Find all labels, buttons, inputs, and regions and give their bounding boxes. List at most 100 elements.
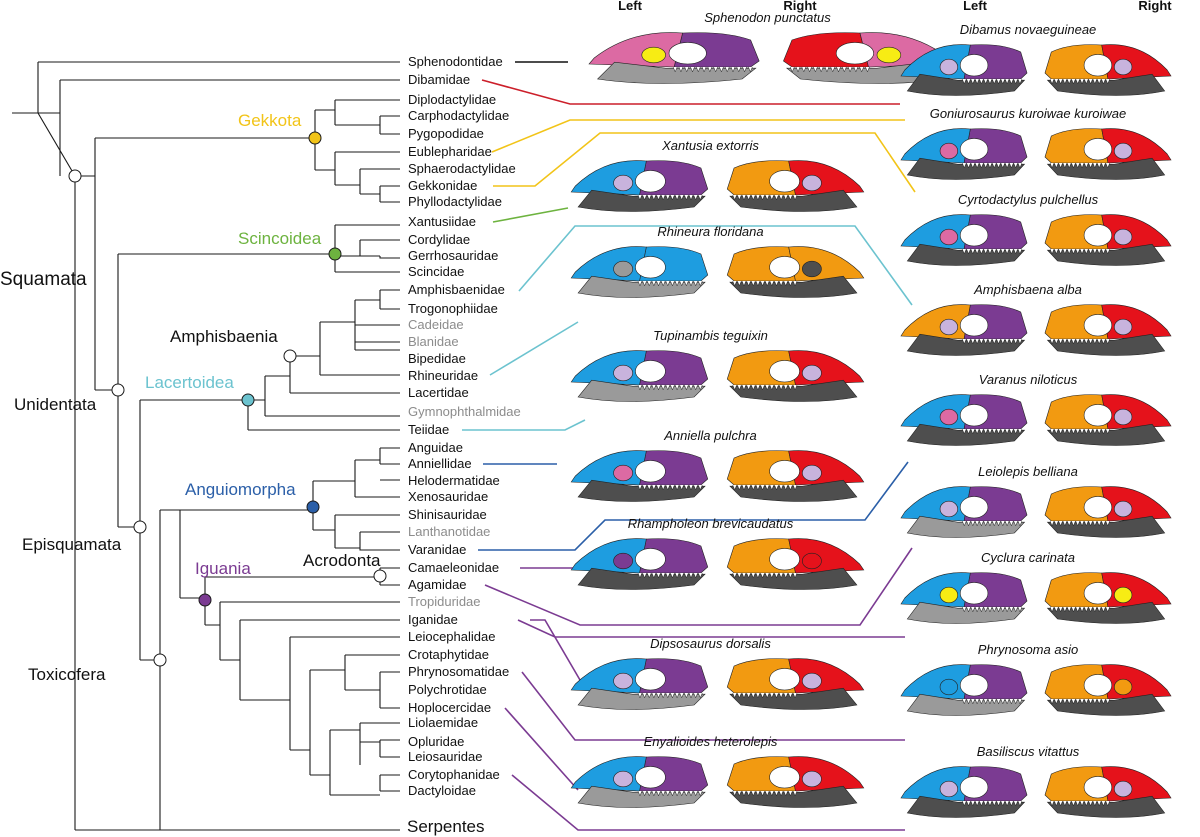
taxon-label-anniellidae: Anniellidae [408, 456, 472, 471]
gecko-skull-icon-left [900, 214, 1028, 266]
column-header-left: Left [618, 0, 643, 13]
node-lacertoidea [241, 393, 255, 407]
taxon-label-bipedidae: Bipedidae [408, 351, 466, 366]
species-label-sphenodon-punctatus: Sphenodon punctatus [704, 10, 831, 25]
taxon-label-liolaemidae: Liolaemidae [408, 715, 478, 730]
taxon-label-xenosauridae: Xenosauridae [408, 489, 488, 504]
amphisbaenian-skull-icon-left [570, 246, 709, 298]
specimen-phrynosoma-asio: Phrynosoma asio [900, 642, 1172, 716]
taxon-label-teiidae: Teiidae [408, 422, 449, 437]
specimen-tupinambis-teguixin: Tupinambis teguixin [570, 328, 865, 402]
specimen-cyrtodactylus-pulchellus: Cyrtodactylus pulchellus [900, 192, 1172, 266]
phylogenetic-tree [12, 61, 400, 831]
connector-dibamidae [481, 79, 900, 105]
iguana-skull-icon-left [570, 658, 709, 710]
taxon-label-iganidae: Iganidae [408, 612, 458, 627]
species-label-tupinambis-teguixin: Tupinambis teguixin [653, 328, 768, 343]
specimen-amphisbaena-alba: Amphisbaena alba [900, 282, 1172, 356]
taxon-label-varanidae: Varanidae [408, 542, 466, 557]
node-acrodonta [373, 569, 387, 583]
connector-gekkonidae [493, 132, 916, 193]
horned-lizard-skull-icon-left [900, 664, 1028, 716]
taxon-label-corytophanidae: Corytophanidae [408, 767, 500, 782]
species-label-rhampholeon-brevicaudatus: Rhampholeon brevicaudatus [628, 516, 794, 531]
clade-nodes [68, 131, 387, 667]
lizard-skull-icon-left [570, 160, 709, 212]
species-label-basiliscus-vitattus: Basiliscus vitattus [977, 744, 1080, 759]
specimen-enyalioides-heterolepis: Enyalioides heterolepis [570, 734, 865, 808]
taxon-label-helodermatidae: Helodermatidae [408, 473, 500, 488]
gecko-skull-icon-right [1044, 128, 1172, 180]
taxon-label-gekkonidae: Gekkonidae [408, 178, 477, 193]
species-label-amphisbaena-alba: Amphisbaena alba [973, 282, 1082, 297]
specimen-varanus-niloticus: Varanus niloticus [900, 372, 1172, 446]
taxon-label-gymnophthalmidae: Gymnophthalmidae [408, 404, 521, 419]
column-header-right: Right [783, 0, 817, 13]
monitor-skull-icon-left [900, 394, 1028, 446]
connector-xantusiidae [492, 207, 569, 223]
taxon-label-scincidae: Scincidae [408, 264, 464, 279]
connector-teiidae [462, 419, 586, 431]
taxon-label-dactyloidae: Dactyloidae [408, 783, 476, 798]
iguana-skull-icon-right [726, 658, 865, 710]
taxon-label-rhineuridae: Rhineuridae [408, 368, 478, 383]
taxon-label-opluridae: Opluridae [408, 734, 464, 749]
taxon-label-phyllodactylidae: Phyllodactylidae [408, 194, 502, 209]
taxon-label-cordylidae: Cordylidae [408, 232, 470, 247]
connector-amphisbaenidae [518, 225, 913, 306]
specimen-basiliscus-vitattus: Basiliscus vitattus [900, 744, 1172, 818]
clade-label-iguania: Iguania [195, 559, 251, 578]
taxon-label-sphaerodactylidae: Sphaerodactylidae [408, 161, 516, 176]
specimen-leiolepis-belliana: Leiolepis belliana [900, 464, 1172, 538]
connector-varanidae [478, 461, 909, 551]
node-amphisbaenia [283, 349, 297, 363]
specimen-sphenodon-punctatus: Sphenodon punctatus [588, 10, 955, 84]
lizard-skull-icon-left [570, 756, 709, 808]
connector-phrynosomatidae [521, 671, 905, 741]
specimen-anniella-pulchra: Anniella pulchra [570, 428, 865, 502]
clade-label-amphisbaenia: Amphisbaenia [170, 327, 278, 346]
clade-label-scincoidea: Scincoidea [238, 229, 322, 248]
lizard-skull-icon-left [570, 350, 709, 402]
species-label-enyalioides-heterolepis: Enyalioides heterolepis [644, 734, 778, 749]
clade-label-gekkota: Gekkota [238, 111, 302, 130]
specimen-connectors [462, 61, 916, 831]
lizard-skull-icon-right [1044, 44, 1172, 96]
connector-agamidae [484, 547, 913, 626]
lizard-skull-icon-right [726, 756, 865, 808]
species-label-xantusia-extorris: Xantusia extorris [661, 138, 759, 153]
specimen-xantusia-extorris: Xantusia extorris [570, 138, 865, 212]
species-label-goniurosaurus-kuroiwae-kuroiwae: Goniurosaurus kuroiwae kuroiwae [930, 106, 1127, 121]
taxon-label-eublepharidae: Eublepharidae [408, 144, 492, 159]
taxon-label-anguidae: Anguidae [408, 440, 463, 455]
node-squamata [68, 169, 82, 183]
taxon-label-agamidae: Agamidae [408, 577, 467, 592]
taxon-label-phrynosomatidae: Phrynosomatidae [408, 664, 509, 679]
connector-hoplocercidae [504, 707, 579, 791]
taxon-label-trogonophiidae: Trogonophiidae [408, 301, 498, 316]
taxon-label-lacertidae: Lacertidae [408, 385, 469, 400]
basilisk-skull-icon-right [1044, 766, 1172, 818]
specimen-cyclura-carinata: Cyclura carinata [900, 550, 1172, 624]
taxon-label-tropiduridae: Tropiduridae [408, 594, 481, 609]
node-anguiomorpha [306, 500, 320, 514]
species-label-dibamus-novaeguineae: Dibamus novaeguineae [960, 22, 1097, 37]
species-label-cyclura-carinata: Cyclura carinata [981, 550, 1075, 565]
specimen-dibamus-novaeguineae: Dibamus novaeguineae [900, 22, 1172, 96]
monitor-skull-icon-right [1044, 394, 1172, 446]
node-scincoidea [328, 247, 342, 261]
column-header-right-2: Right [1138, 0, 1172, 13]
taxon-label-sphenodontidae: Sphenodontidae [408, 54, 503, 69]
agamid-skull-icon-left [900, 486, 1028, 538]
column-header-left-2: Left [963, 0, 988, 13]
node-iguania [198, 593, 212, 607]
tuatara-skull-icon-left [588, 32, 760, 84]
clade-label-anguiomorpha: Anguiomorpha [185, 480, 296, 499]
node-gekkota [308, 131, 322, 145]
taxon-label-lanthanotidae: Lanthanotidae [408, 524, 490, 539]
clade-label-squamata: Squamata [0, 269, 87, 290]
clade-label-lacertoidea: Lacertoidea [145, 373, 234, 392]
amphisbaenian-skull-icon-right [1044, 304, 1172, 356]
